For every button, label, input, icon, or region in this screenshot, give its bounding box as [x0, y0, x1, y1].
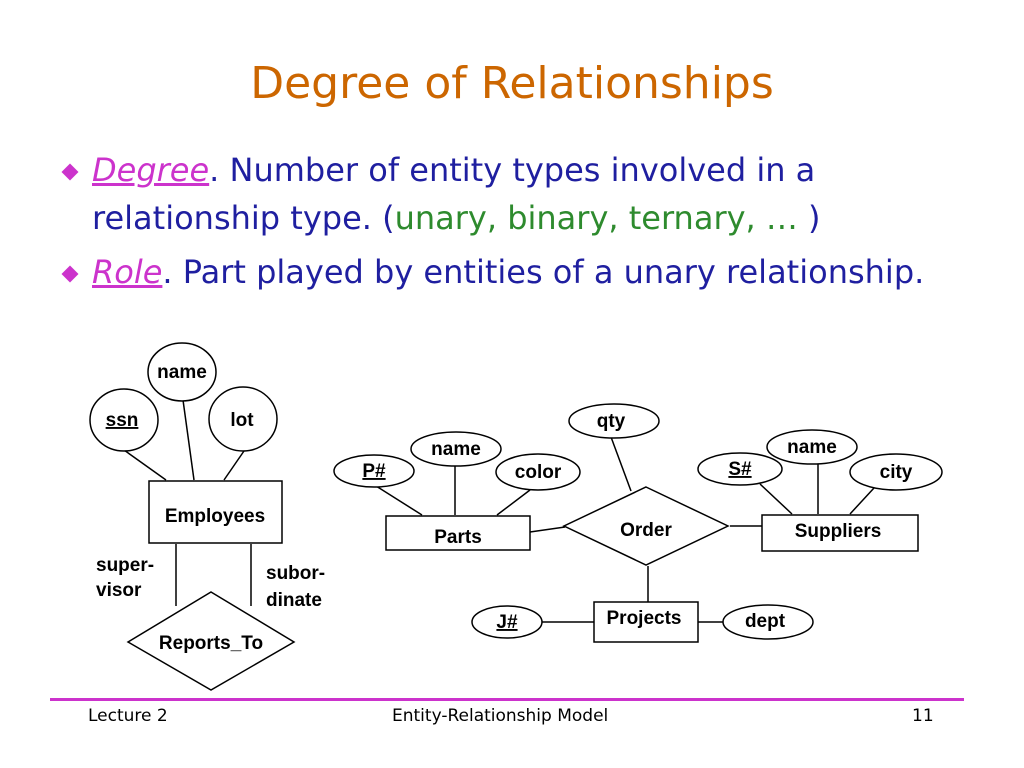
label-order: Order	[620, 520, 672, 541]
attribute-supplier-key	[697, 452, 783, 486]
label-dept: dept	[745, 611, 786, 632]
label-reports-to: Reports_To	[159, 633, 263, 654]
footer-topic: Entity-Relationship Model	[392, 706, 609, 726]
edge-color-parts	[496, 489, 531, 516]
entity-suppliers	[761, 514, 919, 552]
label-project-key: J#	[496, 612, 518, 633]
label-suppliers: Suppliers	[795, 521, 882, 542]
label-projects: Projects	[607, 608, 682, 629]
role-definition: . Part played by entities of a unary rel…	[162, 253, 925, 291]
entity-parts	[385, 515, 531, 551]
entity-employees	[148, 480, 283, 544]
degree-closing: )	[808, 199, 821, 237]
label-supervisor-line2: visor	[96, 580, 142, 601]
label-ssn: ssn	[106, 410, 139, 431]
term-role: Role	[92, 253, 163, 291]
label-supplier-name: name	[787, 437, 837, 458]
label-city: city	[880, 462, 913, 483]
edge-city-suppliers	[849, 487, 875, 515]
degree-examples: unary, binary, ternary, …	[394, 199, 809, 237]
edge-parts-order	[529, 526, 566, 533]
bullet-degree: Degree. Number of entity types involved …	[61, 146, 962, 242]
attribute-lot	[208, 386, 278, 452]
label-qty: qty	[597, 411, 626, 432]
footer-lecture: Lecture 2	[88, 706, 168, 726]
edge-ssn-employees	[123, 449, 167, 481]
attribute-part-name	[410, 431, 502, 467]
label-color: color	[515, 462, 562, 483]
attribute-qty	[568, 403, 660, 439]
connector-lines	[123, 399, 875, 623]
label-subordinate-line2: dinate	[266, 590, 322, 611]
shapes	[89, 342, 943, 691]
attribute-color	[495, 453, 581, 491]
entity-projects	[593, 601, 699, 643]
relationship-reports-to	[126, 591, 296, 691]
attribute-project-key	[471, 605, 543, 639]
label-lot: lot	[230, 410, 254, 431]
bullet-role: Role. Part played by entities of a unary…	[61, 248, 962, 296]
label-part-key: P#	[362, 461, 386, 482]
relationship-order	[562, 486, 730, 566]
footer-divider	[50, 698, 964, 701]
slide-title: Degree of Relationships	[250, 58, 774, 109]
attribute-part-key	[333, 454, 415, 488]
edge-lot-employees	[223, 450, 245, 481]
label-parts: Parts	[434, 527, 482, 548]
label-supervisor-line1: super-	[96, 555, 154, 576]
label-employees: Employees	[165, 506, 265, 527]
attribute-supplier-name	[766, 429, 858, 465]
bullet-list: Degree. Number of entity types involved …	[61, 146, 962, 296]
label-supplier-key: S#	[728, 459, 752, 480]
label-part-name: name	[431, 439, 481, 460]
labels: name ssn lot Employees Reports_To super-…	[96, 362, 913, 654]
term-degree: Degree	[92, 151, 210, 189]
degree-definition: . Number of entity types involved in a r…	[92, 151, 816, 237]
label-subordinate-line1: subor-	[266, 563, 325, 584]
edge-pkey-parts	[375, 485, 423, 516]
label-employee-name: name	[157, 362, 207, 383]
footer-page-number: 11	[912, 706, 934, 726]
edge-skey-suppliers	[759, 483, 793, 515]
edge-qty-order	[610, 436, 632, 492]
attribute-name	[147, 342, 217, 402]
attribute-dept	[722, 604, 814, 640]
attribute-ssn	[89, 388, 159, 452]
edge-name-employees	[182, 399, 195, 481]
attribute-city	[849, 453, 943, 491]
